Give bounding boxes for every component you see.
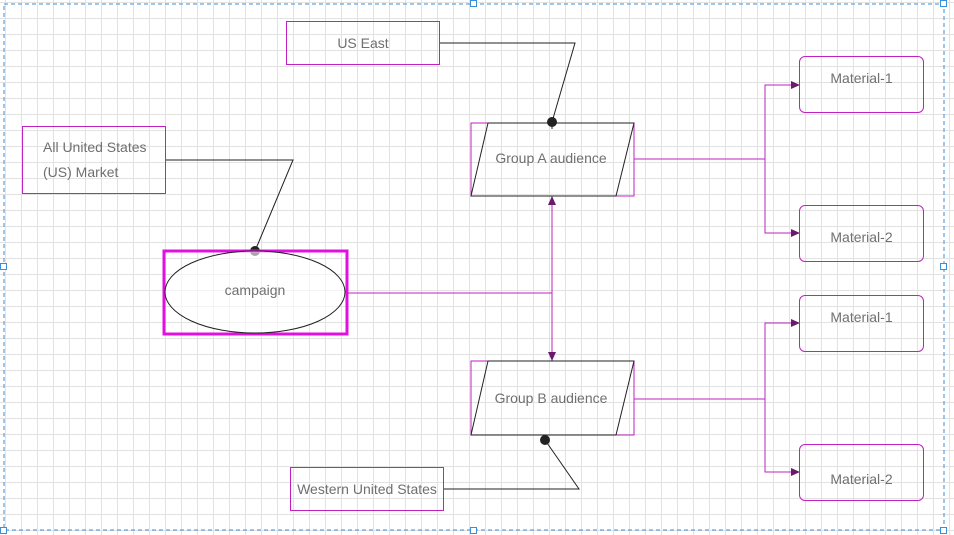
- group-b-parallelogram[interactable]: [470, 360, 635, 436]
- connector-group-b-to-material-2[interactable]: [764, 399, 800, 476]
- link-western-us-to-group-b[interactable]: [444, 439, 580, 490]
- node-western-us-label: Western United States: [297, 481, 437, 497]
- node-group-a-material-1[interactable]: Material-1: [799, 56, 924, 113]
- node-group-b-material-2-label: Material-2: [830, 470, 893, 487]
- node-all-us-market[interactable]: All United States (US) Market: [22, 126, 166, 194]
- resize-handle-bottom-left[interactable]: [0, 527, 7, 534]
- resize-handle-bottom[interactable]: [470, 527, 477, 534]
- node-group-a-material-2-label: Material-2: [830, 228, 893, 245]
- connector-group-b-to-material-1[interactable]: [764, 319, 800, 399]
- group-a-frame[interactable]: [470, 122, 635, 197]
- resize-handle-bottom-right[interactable]: [940, 527, 947, 534]
- link-us-east-to-group-a[interactable]: [440, 42, 576, 123]
- connector-group-a-to-material-1[interactable]: [764, 81, 800, 159]
- group-b-frame[interactable]: [470, 360, 635, 436]
- anchor-dot-group-b[interactable]: [540, 435, 550, 445]
- node-group-b-material-2[interactable]: Material-2: [799, 444, 924, 501]
- link-all-us-to-campaign[interactable]: [166, 159, 294, 252]
- resize-handle-top[interactable]: [470, 0, 477, 7]
- node-western-us[interactable]: Western United States: [290, 467, 444, 511]
- campaign-ellipse[interactable]: [164, 250, 346, 334]
- node-all-us-market-label: All United States (US) Market: [43, 139, 147, 180]
- node-us-east[interactable]: US East: [286, 21, 440, 65]
- node-us-east-label: US East: [337, 35, 389, 51]
- resize-handle-left[interactable]: [0, 263, 7, 270]
- node-group-b-material-1[interactable]: Material-1: [799, 295, 924, 352]
- node-group-b-material-1-label: Material-1: [830, 308, 893, 325]
- resize-handle-top-right[interactable]: [940, 0, 947, 7]
- group-a-parallelogram[interactable]: [470, 122, 635, 197]
- resize-handle-right[interactable]: [940, 263, 947, 270]
- node-group-a-material-2[interactable]: Material-2: [799, 205, 924, 262]
- node-group-a-material-1-label: Material-1: [830, 69, 893, 86]
- connector-group-a-to-material-2[interactable]: [764, 159, 800, 237]
